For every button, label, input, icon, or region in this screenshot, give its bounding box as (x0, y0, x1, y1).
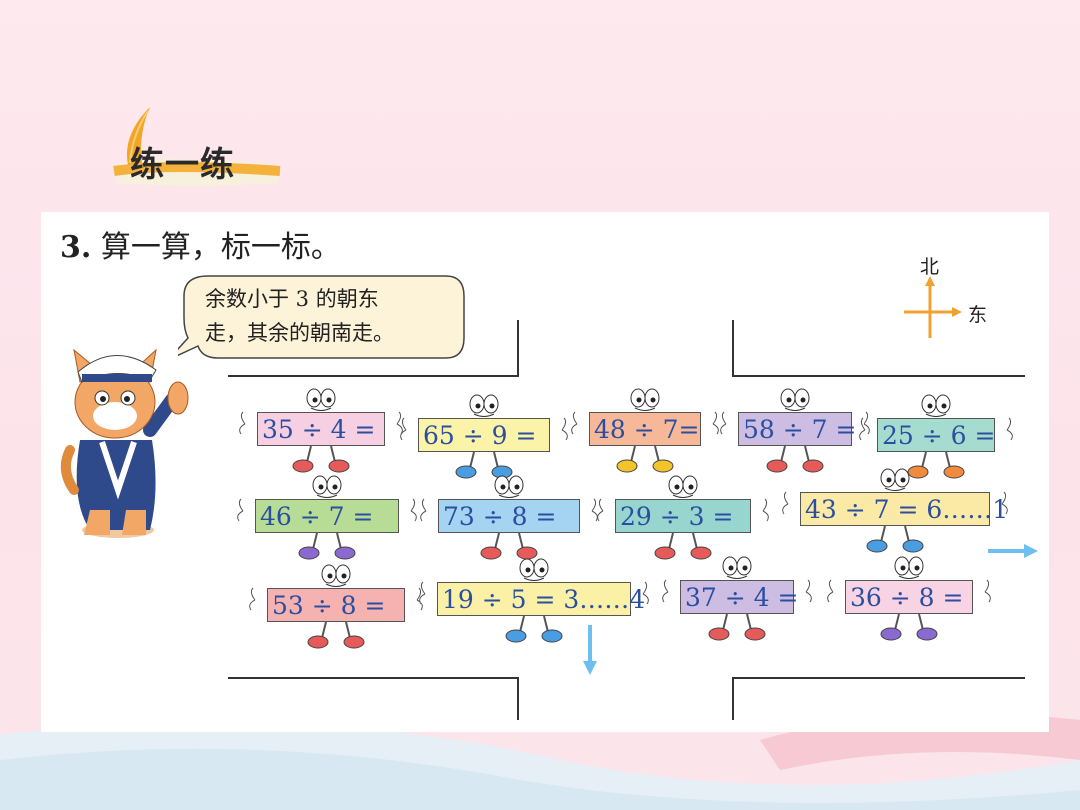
equation-card: 29 ÷ 3 = (615, 499, 751, 533)
compass-north-label: 北 (920, 256, 940, 278)
speech-text: 余数小于 3 的朝东 走，其余的朝南走。 (205, 282, 465, 350)
card-character (237, 475, 417, 560)
compass-east-label: 东 (968, 304, 988, 326)
equation-card: 73 ÷ 8 = (438, 499, 580, 533)
card-character (420, 475, 598, 560)
equation-card: 19 ÷ 5 = 3……4 (437, 582, 645, 616)
equation-card: 35 ÷ 4 = (257, 412, 385, 446)
card-character (782, 468, 1008, 553)
equation-card: 65 ÷ 9 = (418, 418, 550, 452)
card-character (571, 388, 719, 473)
section-badge-label: 练一练 (130, 145, 235, 185)
equation-card: 58 ÷ 7 = (738, 412, 856, 446)
task-number: 3. (60, 230, 92, 265)
arrow-south-icon (583, 625, 597, 675)
arrow-east-icon (988, 544, 1038, 558)
section-badge (113, 107, 281, 186)
equation-card: 43 ÷ 7 = 6……1 (800, 492, 1008, 526)
compass-icon (904, 276, 962, 338)
task-title: 3. 算一算，标一标。 (60, 222, 341, 266)
equation-card: 53 ÷ 8 = (267, 588, 405, 622)
police-cat-illustration (60, 348, 189, 538)
card-character (249, 564, 423, 649)
speech-line-2: 走，其余的朝南走。 (205, 321, 394, 345)
task-instruction: 算一算，标一标。 (100, 230, 341, 265)
card-character (239, 388, 403, 473)
equation-card: 25 ÷ 6 = (877, 418, 995, 452)
card-character (827, 556, 991, 641)
card-character (720, 388, 870, 473)
equation-card: 46 ÷ 7 = (255, 499, 399, 533)
equation-card: 37 ÷ 4 = (680, 580, 798, 614)
card-character (597, 475, 769, 560)
card-character (662, 556, 812, 641)
card-character (859, 394, 1013, 479)
equation-card: 48 ÷ 7= (589, 412, 701, 446)
equation-card: 36 ÷ 8 = (845, 580, 973, 614)
card-character (419, 558, 649, 643)
speech-line-1: 余数小于 3 的朝东 (205, 287, 379, 311)
card-character (400, 394, 568, 479)
